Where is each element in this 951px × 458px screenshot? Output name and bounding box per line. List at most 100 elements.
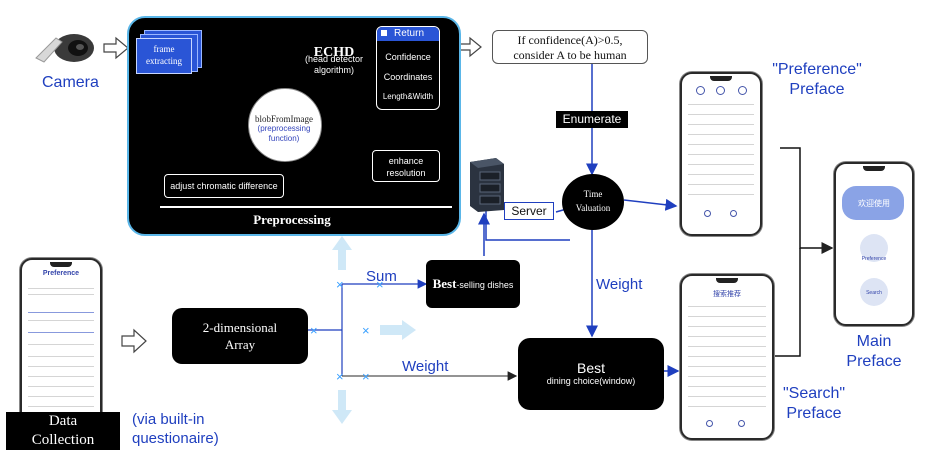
app-icon — [738, 86, 747, 95]
form-line — [28, 294, 94, 295]
weight-label-top: Weight — [596, 276, 643, 293]
phone-notch — [716, 278, 738, 283]
welcome-banner — [842, 186, 904, 220]
search-preface-label: "Search" Preface — [782, 385, 846, 422]
main-preface-label: Main Preface — [846, 333, 902, 370]
search-app-title: 搜索推荐 — [713, 291, 741, 298]
form-line — [28, 376, 94, 377]
phone-notch — [863, 166, 885, 171]
light-arrow-up — [332, 236, 352, 250]
return-item-coordinates: Coordinates — [383, 72, 433, 82]
list-row — [688, 376, 766, 377]
time-valuation-node: Time Valuation — [562, 174, 624, 230]
preprocessing-label: Preprocessing — [253, 212, 331, 227]
main-phone: 欢迎使用 Preference Search — [834, 162, 914, 326]
best-dining-choice-box: Best dining choice(window) — [518, 338, 664, 410]
light-arrow-down-shaft — [338, 390, 346, 410]
form-line — [28, 312, 94, 313]
search-phone: 搜索推荐 — [680, 274, 774, 440]
list-row — [688, 144, 754, 145]
server-label: Server — [504, 202, 554, 220]
return-item-length-width: Length&Width — [382, 92, 434, 101]
return-item-confidence: Confidence — [385, 52, 431, 62]
form-line — [28, 320, 94, 321]
phone-notch — [50, 262, 72, 267]
questionnaire-caption: (via built-in questionaire) — [132, 411, 219, 447]
light-arrow-up-shaft — [338, 250, 346, 270]
list-row — [688, 114, 754, 115]
list-row — [688, 306, 766, 307]
form-line — [28, 332, 94, 333]
light-arrow-right-head — [402, 320, 416, 340]
form-line — [28, 288, 94, 289]
list-row — [688, 336, 766, 337]
preference-button-label[interactable]: Preference — [861, 256, 887, 262]
form-line — [28, 356, 94, 357]
weight-label-bottom: Weight — [402, 358, 449, 375]
welcome-text: 欢迎使用 — [858, 199, 890, 208]
return-header-label: Return — [394, 28, 425, 39]
two-dim-array-box: 2-dimensional Array — [172, 308, 308, 364]
cross-mark: × — [336, 277, 344, 292]
list-row — [688, 164, 754, 165]
preference-button-circle[interactable] — [860, 234, 888, 262]
frame-extracting-card: frame extracting — [136, 38, 192, 74]
enumerate-label: Enumerate — [556, 111, 628, 128]
list-row — [688, 134, 754, 135]
search-button-label[interactable]: Search — [866, 290, 882, 296]
list-row — [688, 174, 754, 175]
best-selling-box: Best-selling dishes — [426, 260, 520, 308]
list-row — [688, 316, 766, 317]
list-row — [688, 386, 766, 387]
list-row — [688, 124, 754, 125]
preference-phone — [680, 72, 762, 236]
list-row — [688, 326, 766, 327]
camera-icon — [35, 34, 94, 63]
blob-from-image-circle — [248, 88, 322, 162]
return-header: Return — [377, 27, 439, 41]
sum-label: Sum — [366, 268, 397, 285]
cross-mark: × — [310, 323, 318, 338]
form-line — [28, 386, 94, 387]
app-icon — [696, 86, 705, 95]
best-selling-big: Best — [432, 276, 457, 291]
preference-preface-label: "Preference" Preface — [772, 61, 862, 98]
adjust-chromatic-box: adjust chromatic difference — [164, 174, 284, 198]
data-collection-box: Data Collection — [6, 412, 120, 450]
list-row — [688, 154, 754, 155]
menu-icon — [381, 30, 387, 36]
form-line — [28, 366, 94, 367]
search-button-circle[interactable] — [860, 278, 888, 306]
phone-notch — [710, 76, 732, 81]
light-arrow-down — [332, 410, 352, 424]
app-icon — [716, 86, 725, 95]
echd-subtitle: (head detector algorithm) — [304, 54, 364, 75]
cross-mark: × — [362, 369, 370, 384]
light-arrow-right — [380, 325, 402, 335]
list-row — [688, 356, 766, 357]
nav-icon — [730, 210, 737, 217]
form-line — [28, 406, 94, 407]
questionnaire-title: Preference — [42, 270, 80, 277]
camera-image — [34, 30, 96, 66]
list-row — [688, 184, 754, 185]
enhance-resolution-box: enhance resolution — [372, 150, 440, 182]
best-choice-title: Best — [576, 360, 605, 376]
best-choice-subtitle: dining choice(window) — [546, 376, 636, 386]
list-row — [688, 406, 766, 407]
cross-mark: × — [376, 277, 384, 292]
nav-icon — [706, 420, 713, 427]
form-line — [28, 344, 94, 345]
camera-label: Camera — [42, 74, 99, 91]
questionnaire-phone: Preference — [20, 258, 102, 430]
nav-icon — [704, 210, 711, 217]
preprocessing-divider — [160, 206, 452, 208]
list-row — [688, 104, 754, 105]
blob-subtitle: (preprocessing function) — [257, 124, 311, 143]
condition-box: If confidence(A)>0.5, consider A to be h… — [492, 30, 648, 64]
blob-title: blobFromImage — [255, 114, 313, 124]
best-selling-small: -selling dishes — [456, 280, 514, 290]
cross-mark: × — [362, 323, 370, 338]
nav-icon — [738, 420, 745, 427]
